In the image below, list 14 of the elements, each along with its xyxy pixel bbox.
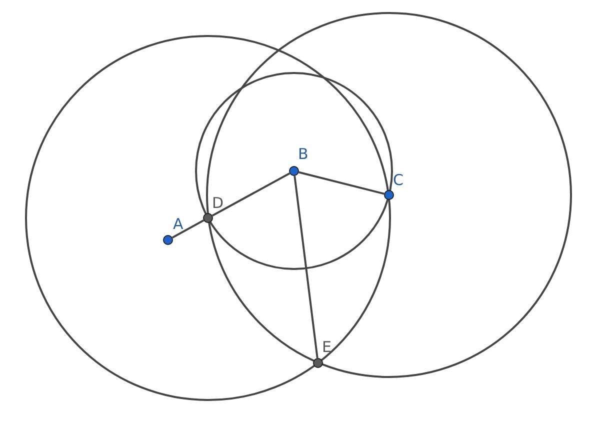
line-segment <box>172 220 204 238</box>
point-marker <box>163 235 173 245</box>
line-segment <box>294 176 318 358</box>
line-segment <box>298 171 384 195</box>
point-marker <box>289 166 299 176</box>
point-marker <box>203 213 213 223</box>
point-marker <box>384 190 394 200</box>
point-label: E <box>322 340 332 355</box>
line-segment <box>212 172 290 216</box>
point-marker <box>313 358 323 368</box>
point-label: A <box>173 217 184 232</box>
point-label: C <box>393 173 404 188</box>
point-label: B <box>298 147 308 162</box>
point-label: D <box>212 196 224 211</box>
